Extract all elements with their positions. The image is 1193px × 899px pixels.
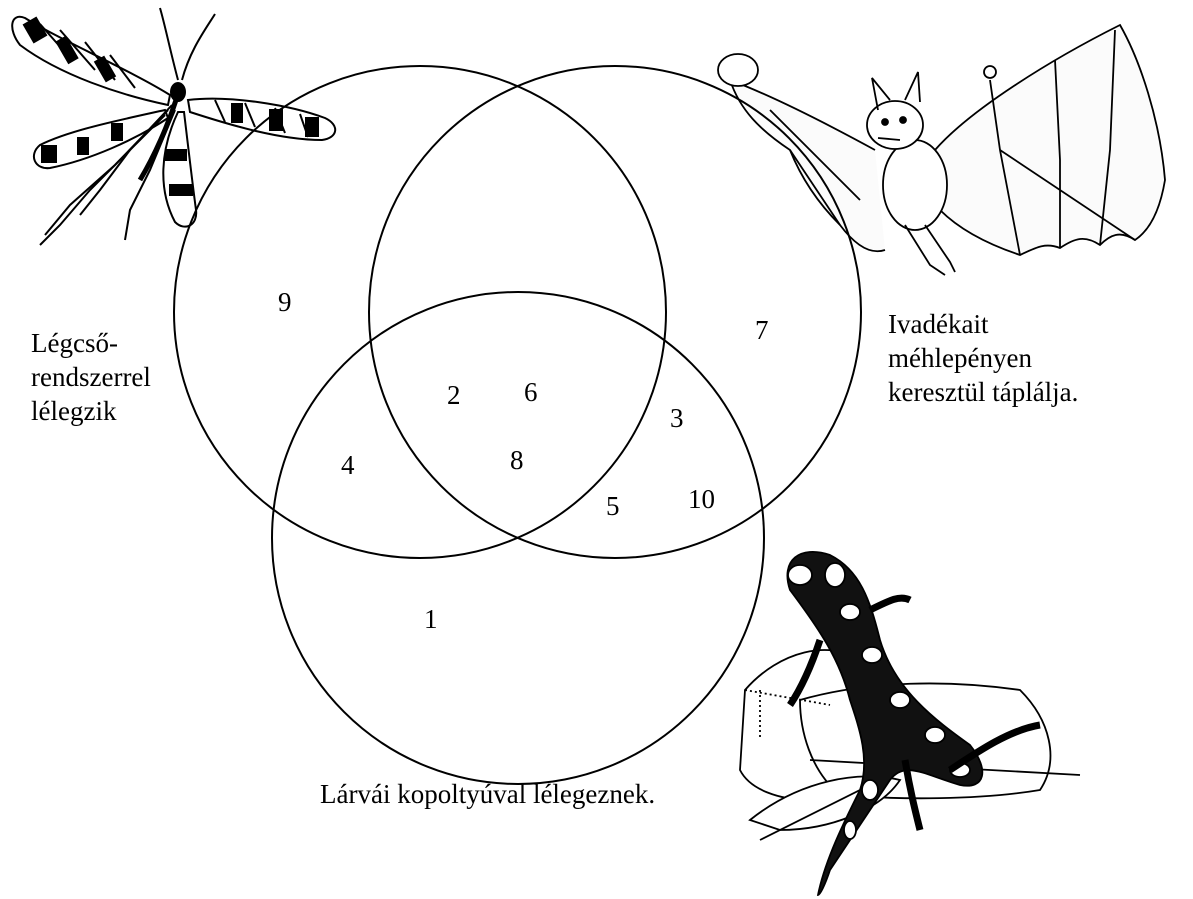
left-set-label-line: lélegzik	[31, 394, 151, 428]
region-number: 5	[606, 491, 620, 521]
right-set-label: Ivadékait méhlepényen keresztül táplálja…	[888, 307, 1078, 409]
scorpionfly-illustration	[12, 8, 335, 245]
left-set-label-line: Légcső-	[31, 326, 151, 360]
region-number: 1	[424, 604, 438, 634]
region-number: 10	[688, 484, 715, 514]
bottom-set-label: Lárvái kopoltyúval lélegeznek.	[320, 777, 655, 811]
region-number: 9	[278, 287, 292, 317]
region-number: 6	[524, 377, 538, 407]
region-numbers: 9 7 2 6 3 4 8 5 10 1	[278, 287, 769, 634]
region-number: 2	[447, 380, 461, 410]
right-set-label-line: Ivadékait	[888, 307, 1078, 341]
right-set-label-line: méhlepényen	[888, 341, 1078, 375]
region-number: 8	[510, 445, 524, 475]
bat-illustration	[718, 25, 1165, 275]
region-number: 3	[670, 403, 684, 433]
bottom-set-label-line: Lárvái kopoltyúval lélegeznek.	[320, 777, 655, 811]
left-set-label-line: rendszerrel	[31, 360, 151, 394]
salamander-illustration	[740, 552, 1080, 895]
region-number: 7	[755, 315, 769, 345]
right-set-label-line: keresztül táplálja.	[888, 375, 1078, 409]
left-set-label: Légcső- rendszerrel lélegzik	[31, 326, 151, 428]
region-number: 4	[341, 450, 355, 480]
